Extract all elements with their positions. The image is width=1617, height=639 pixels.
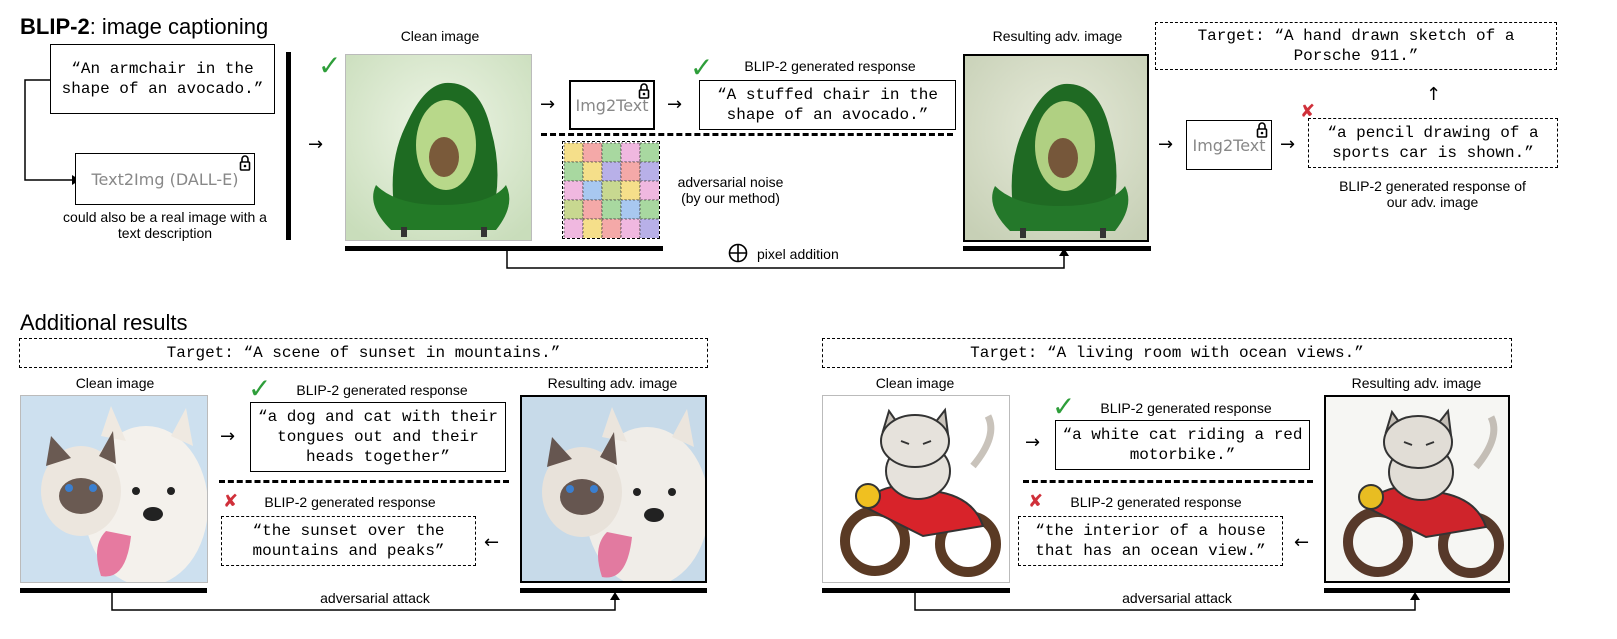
- dashed-separator-right: [1023, 480, 1313, 483]
- text2img-label: Text2Img (DALL-E): [91, 169, 239, 189]
- img2text-label-adv: Img2Text: [1192, 135, 1266, 155]
- adversarial-attack-label-left: adversarial attack: [320, 590, 430, 606]
- arrow-to-clean-image: →: [308, 134, 324, 155]
- text2img-box: Text2Img (DALL-E): [75, 153, 255, 205]
- adv-response-caption: BLIP-2 generated response of our adv. im…: [1339, 178, 1526, 210]
- dashed-separator-left: [219, 480, 509, 483]
- resulting-cat-motorbike-image: [1324, 395, 1510, 583]
- adversarial-attack-label-right: adversarial attack: [1122, 590, 1232, 606]
- clean-response-box: “A stuffed chair in the shape of an avoc…: [699, 80, 956, 130]
- prompt-box: “An armchair in the shape of an avocado.…: [50, 44, 275, 114]
- arrow-up-to-target: ↑: [1426, 84, 1442, 105]
- clean-image-label-left: Clean image: [75, 375, 155, 391]
- good-response-label-right: BLIP-2 generated response: [1100, 400, 1272, 416]
- check-icon: ✓: [1052, 390, 1076, 423]
- adversarial-attack-connector-right: [914, 592, 1420, 611]
- clean-image-label: Clean image: [400, 28, 480, 44]
- resulting-dog-cat-image: [520, 395, 707, 583]
- top-dashed-separator: [541, 133, 953, 136]
- target-box-top: Target: “A hand drawn sketch of a Porsch…: [1155, 22, 1557, 70]
- clean-image-label-right: Clean image: [875, 375, 955, 391]
- adversarial-noise-label: adversarial noise (by our method): [677, 174, 784, 206]
- clean-image-underline-left: [20, 588, 207, 593]
- target-box-left: Target: “A scene of sunset in mountains.…: [19, 338, 708, 368]
- resulting-adv-image-label: Resulting adv. image: [992, 28, 1123, 44]
- arrow-to-img2text-adv: →: [1158, 134, 1174, 155]
- bad-response-label-right: BLIP-2 generated response: [1070, 494, 1242, 510]
- lock-icon: [638, 83, 650, 99]
- clean-dog-cat-image: [20, 395, 208, 583]
- check-icon: ✓: [318, 49, 342, 82]
- prompt-to-text2img-connector: [24, 79, 80, 185]
- check-icon: ✓: [690, 51, 714, 84]
- title-bold: BLIP-2: [20, 14, 90, 39]
- bad-response-label-left: BLIP-2 generated response: [264, 494, 436, 510]
- pixel-addition-label: pixel addition: [757, 246, 839, 262]
- arrow-left-right-example: ←: [1294, 532, 1310, 553]
- adversarial-noise-grid: [562, 141, 660, 239]
- resulting-label-right: Resulting adv. image: [1351, 375, 1482, 391]
- noise-grid-cells: [563, 142, 659, 238]
- resulting-image-underline-bar: [963, 246, 1151, 251]
- arrow-to-img2text-top: →: [540, 94, 556, 115]
- good-response-box-left: “a dog and cat with their tongues out an…: [250, 402, 506, 472]
- arrow-to-adv-response: →: [1280, 134, 1296, 155]
- cross-icon: ✘: [223, 491, 239, 512]
- cross-icon: ✘: [1028, 491, 1044, 512]
- check-icon: ✓: [248, 372, 272, 405]
- blip-response-label-top: BLIP-2 generated response: [744, 58, 916, 74]
- title-rest: : image captioning: [89, 14, 269, 39]
- good-response-box-right: “a white cat riding a red motorbike.”: [1055, 420, 1310, 470]
- circled-plus-icon: [728, 243, 748, 263]
- resulting-underline-left: [520, 588, 707, 593]
- target-box-right: Target: “A living room with ocean views.…: [822, 338, 1512, 368]
- main-title: BLIP-2: image captioning: [20, 14, 268, 40]
- resulting-label-left: Resulting adv. image: [547, 375, 678, 391]
- lock-icon: [239, 155, 251, 171]
- resulting-underline-right: [1324, 588, 1510, 593]
- arrow-to-clean-response: →: [667, 94, 683, 115]
- left-divider-bar: [286, 52, 291, 240]
- img2text-box-adv: Img2Text: [1186, 120, 1272, 170]
- good-response-label-left: BLIP-2 generated response: [296, 382, 468, 398]
- lock-icon: [1256, 122, 1268, 138]
- clean-image-underline-bar: [345, 246, 663, 251]
- pixel-addition-connector: [506, 248, 1069, 269]
- bad-response-box-left: “the sunset over the mountains and peaks…: [221, 516, 476, 566]
- arrow-right-right-example: →: [1025, 432, 1041, 453]
- resulting-adv-avocado-image: [963, 54, 1149, 242]
- additional-results-title: Additional results: [20, 310, 188, 335]
- img2text-box-top: Img2Text: [569, 80, 655, 130]
- adversarial-attack-connector-left: [111, 592, 620, 611]
- real-image-note: could also be a real image with a text d…: [63, 209, 267, 241]
- bad-response-box-right: “the interior of a house that has an oce…: [1018, 516, 1283, 566]
- arrow-left-left-example: ←: [484, 532, 500, 553]
- clean-avocado-chair-image: [345, 54, 532, 241]
- clean-cat-motorbike-image: [822, 395, 1010, 583]
- adv-response-box-top: “a pencil drawing of a sports car is sho…: [1308, 118, 1558, 168]
- arrow-right-left-example: →: [220, 426, 236, 447]
- cross-icon: ✘: [1300, 101, 1316, 122]
- clean-image-underline-right: [822, 588, 1010, 593]
- img2text-label-top: Img2Text: [575, 95, 649, 115]
